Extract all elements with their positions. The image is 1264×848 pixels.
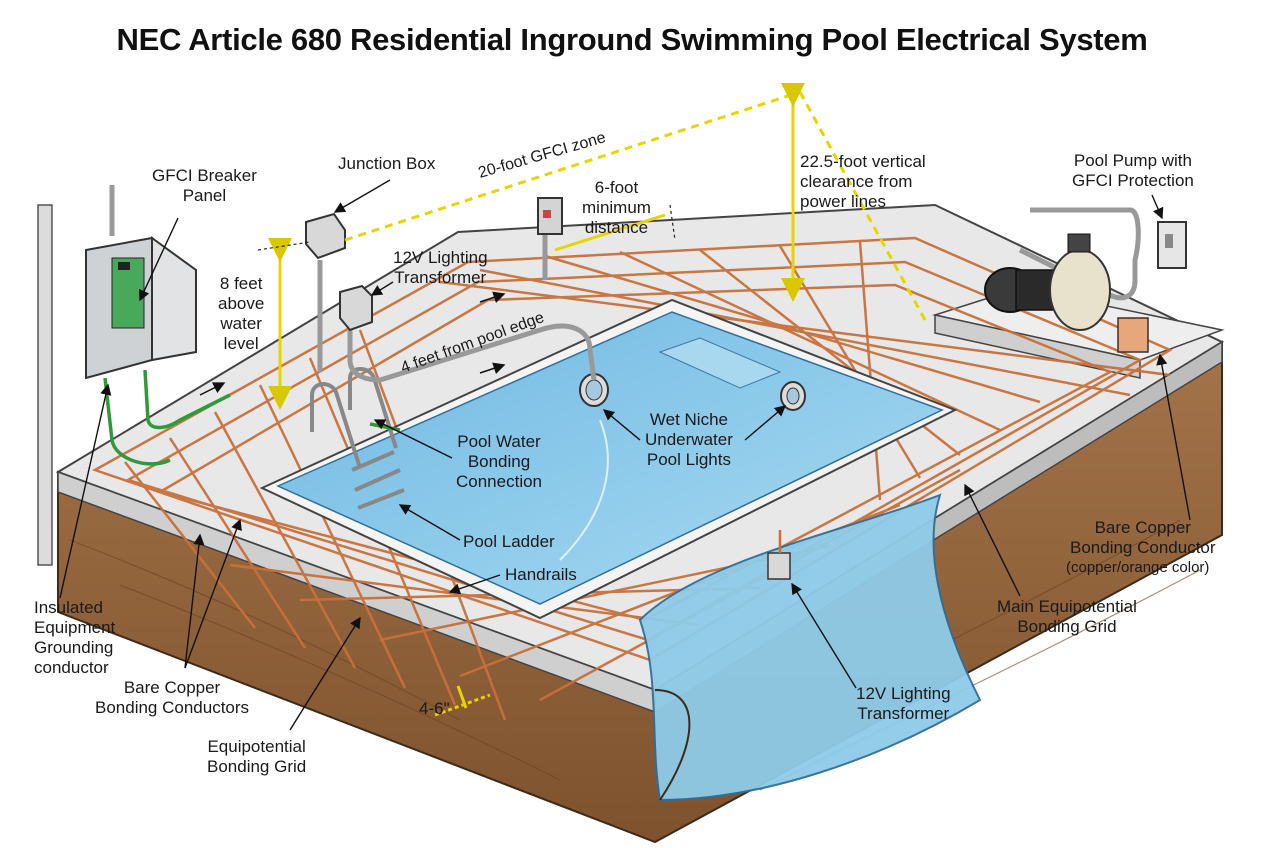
main-grid-label: Main Equipotential Bonding Grid xyxy=(997,597,1137,636)
copper-color-note: (copper/orange color) xyxy=(1066,559,1210,576)
transformer-top-label: 12V Lighting Transformer xyxy=(393,248,488,287)
diagram-title: NEC Article 680 Residential Inground Swi… xyxy=(116,22,1148,57)
equipotential-grid-label: Equipotential Bonding Grid xyxy=(207,737,307,776)
pool-pump xyxy=(984,267,1057,313)
insulated-conductor-label: Insulated Equipment Grounding conductor xyxy=(34,598,116,677)
gfci-breaker-panel xyxy=(85,236,197,380)
pool-ladder xyxy=(310,367,405,510)
wet-niche-light-right xyxy=(780,381,806,411)
six-foot-label: 6-foot minimum distance xyxy=(582,178,651,237)
vertical-clearance-label: 22.5-foot vertical clearance from power … xyxy=(800,152,926,211)
pool-pump-label: Pool Pump with GFCI Protection xyxy=(1072,151,1194,190)
lighting-transformer xyxy=(339,284,373,332)
junction-box xyxy=(305,212,346,260)
bare-copper-right-label: Bare Copper Bonding Conductor xyxy=(1070,518,1216,557)
sand-filter xyxy=(1049,233,1111,331)
wet-niche-light-left xyxy=(579,373,609,407)
junction-box-label: Junction Box xyxy=(338,154,436,173)
transformer-bottom-label: 12V Lighting Transformer xyxy=(856,684,951,723)
conduits xyxy=(109,185,1141,383)
gfci-panel-label: GFCI Breaker Panel xyxy=(152,166,257,205)
eight-feet-label: 8 feet above water level xyxy=(218,274,265,353)
water-bonding-label: Pool Water Bonding Connection xyxy=(456,432,543,491)
dimension-ticks xyxy=(257,204,676,251)
leader-lines xyxy=(59,179,1191,731)
lower-transformer-box xyxy=(767,530,791,580)
wet-niche-label: Wet Niche Underwater Pool Lights xyxy=(645,410,733,469)
pool-ladder-label: Pool Ladder xyxy=(463,532,555,551)
gfci-zone-label: 20-foot GFCI zone xyxy=(476,129,607,182)
house-wall xyxy=(37,204,53,566)
pump-junction-box xyxy=(1117,317,1149,353)
flow-arrows xyxy=(199,291,506,396)
gfci-disconnect xyxy=(537,197,563,235)
bare-copper-left-label: Bare Copper Bonding Conductors xyxy=(95,678,250,717)
dimension-lines xyxy=(268,83,927,717)
pool-cutaway xyxy=(638,493,982,802)
pump-gfci-switch xyxy=(1157,221,1187,269)
handrails-label: Handrails xyxy=(505,565,577,584)
depth-label: 4-6" xyxy=(419,699,450,718)
